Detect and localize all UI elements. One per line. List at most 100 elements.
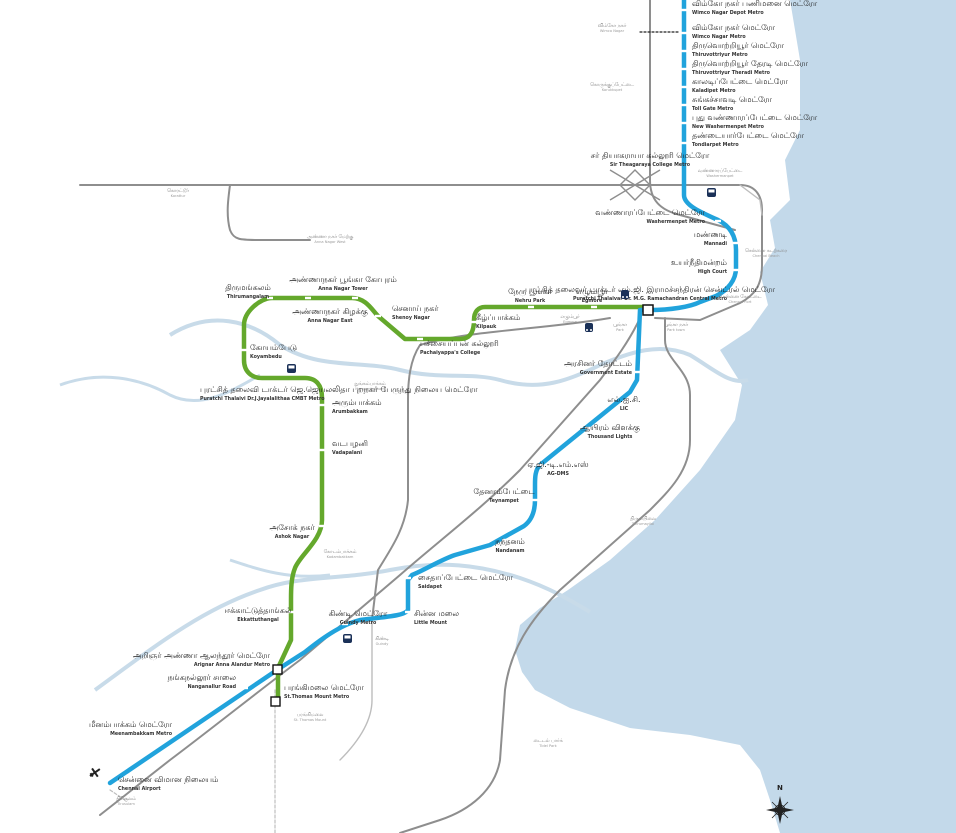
station-pachaiyappas[interactable]: பச்சையப்பன் கல்லூரிPachaiyappa's College <box>417 337 499 356</box>
station-cmbt[interactable]: புரட்சித் தலைவி டாக்டர் ஜெ.ஜெயலலிதா புறந… <box>200 385 478 402</box>
station-tick <box>715 219 721 223</box>
station-tick <box>167 728 173 732</box>
station-tollgate[interactable]: சுங்கச்சாவடி மெட்ரோ Toll Gate Metro <box>681 95 773 112</box>
rail-name-tamil: கொரட்டூர் <box>167 188 189 194</box>
station-alandur[interactable]: அறிஞர் அண்ணா ஆலந்தூர் மெட்ரோArignar Anna… <box>133 651 271 668</box>
alandur-interchange-box[interactable] <box>272 664 283 675</box>
station-name-tamil: நேரு பூங்கா <box>508 287 553 297</box>
blue-line-path <box>107 0 739 786</box>
rail-name-english: St. Thomas Mount <box>294 718 327 722</box>
station-egmore[interactable]: எழும்பூர்Egmore <box>576 287 609 309</box>
station-name-english: Toll Gate Metro <box>692 106 734 112</box>
station-high-court[interactable]: உயர்நீதிமன்றம்High Court <box>671 258 739 275</box>
station-name-english: Mannadi <box>704 241 728 247</box>
rail-station-wimco-rail: விம்கோ நகர்Wimco Nagar <box>598 23 627 33</box>
station-st-thomas[interactable]: பரங்கிமலை மெட்ரோSt.Thomas Mount Metro <box>284 683 365 700</box>
rail-north-line <box>649 0 736 231</box>
station-tick <box>417 337 423 341</box>
station-tick <box>319 524 325 528</box>
station-name-tamil: நங்கநல்லூர் சாலை <box>168 673 237 683</box>
station-name-english: Arignar Anna Alandur Metro <box>194 662 271 668</box>
rail-south-line <box>99 317 641 816</box>
central-interchange-box[interactable] <box>642 304 654 316</box>
station-name-tamil: சர் தியாகராயா கல்லூரி மெட்ரோ <box>591 151 710 161</box>
station-little-mount[interactable]: சின்ன மலைLittle Mount <box>405 609 459 626</box>
station-name-english: Nanganallur Road <box>188 684 237 690</box>
station-thiruvotriyur-theradi[interactable]: திருவொற்றியூர் தேரடி மெட்ரோThiruvottriyu… <box>681 59 809 76</box>
station-name-tamil: திருவொற்றியூர் தேரடி மெட்ரோ <box>692 59 809 69</box>
station-tick <box>352 296 358 300</box>
station-anna-east[interactable]: அண்ணாநகர் கிழக்குAnna Nagar East <box>292 296 368 324</box>
station-teynampet[interactable]: தேனாம்பேட்டைTeynampet <box>473 487 538 504</box>
station-washermanpet[interactable]: வண்ணாரப்பேட்டை மெட்ரோWashermenpet Metro <box>595 208 721 225</box>
station-tick <box>681 85 687 89</box>
station-name-english: Teynampet <box>489 498 519 504</box>
station-kilpauk[interactable]: கீழ்ப்பாக்கம்Kilpauk <box>471 313 520 330</box>
station-name-english: Shenoy Nagar <box>392 315 431 321</box>
green-line-path <box>241 295 653 703</box>
station-name-tamil: அறிஞர் அண்ணா ஆலந்தூர் மெட்ரோ <box>133 651 271 661</box>
station-wimco[interactable]: விம்கோ நகர் மெட்ரோWimco Nagar Metro <box>681 23 776 40</box>
station-thirumangalam[interactable]: திருமங்கலம்Thirumangalam <box>225 283 273 300</box>
station-tondiarpet[interactable]: தண்டையார்பேட்டை மெட்ரோTondiarpet Metro <box>681 131 805 148</box>
station-airport[interactable]: சென்னை விமான நிலையம்Chennai Airport <box>118 775 218 792</box>
station-central[interactable]: புரட்சித் தலைவர் டாக்டர் எம்.ஜி. இராமச்ச… <box>525 285 776 302</box>
station-name-tamil: விம்கோ நகர் பணிமனை மெட்ரோ <box>692 0 818 8</box>
rail-name-tamil: பரங்கிமலை <box>297 712 324 718</box>
station-vadapalani[interactable]: வடபழனிVadapalani <box>319 439 368 456</box>
rail-name-tamil: சென்னை கடற்கரை <box>745 248 788 254</box>
station-lic[interactable]: எல்.ஐ.சி.LIC <box>607 395 640 412</box>
rail-name-english: Chennai Fort <box>729 300 753 304</box>
rail-name-english: Tidel Park <box>538 744 557 748</box>
station-mannadi[interactable]: மண்ணடிMannadi <box>694 230 739 247</box>
station-govt-estate[interactable]: அரசினர் தோட்டம்Government Estate <box>564 359 640 376</box>
station-anna-tower[interactable]: அண்ணாநகர் பூங்கா கோபுரம்Anna Nagar Tower <box>289 275 397 300</box>
station-name-english: LIC <box>620 406 629 412</box>
station-tick <box>267 296 273 300</box>
station-thousand-lights[interactable]: ஆயிரம் விளக்குThousand Lights <box>580 423 640 440</box>
station-nehru-park[interactable]: நேரு பூங்காNehru Park <box>508 287 553 309</box>
station-arumbakkam[interactable]: அரும்பாக்கம்Arumbakkam <box>319 398 382 415</box>
station-new-washermanpet[interactable]: புது வண்ணாரப்பேட்டை மெட்ரோNew Washermenp… <box>681 113 818 130</box>
station-tick <box>591 305 597 309</box>
station-ekkattuthangal[interactable]: ஈக்காட்டுத்தாங்கல்Ekkattuthangal <box>225 606 294 623</box>
station-name-tamil: திருமங்கலம் <box>225 283 271 293</box>
compass-icon: N <box>766 784 794 824</box>
station-name-tamil: சுங்கச்சாவடி மெட்ரோ <box>692 95 773 104</box>
station-tick <box>634 370 640 374</box>
station-name-english: Koyambedu <box>250 354 282 360</box>
station-thiruvotriyur[interactable]: திருவொற்றியூர் மெட்ரோThiruvottriyur Metr… <box>681 41 785 58</box>
rail-name-tamil: வண்ணாரப்பேட்டை <box>698 168 743 174</box>
st-thomas-interchange-box[interactable] <box>270 696 281 707</box>
station-wimco-depot[interactable]: விம்கோ நகர் பணிமனை மெட்ரோWimco Nagar Dep… <box>681 0 818 16</box>
station-guindy[interactable]: கிண்டி மெட்ரோ Guindy Metro <box>329 609 388 626</box>
bus-icon <box>707 188 716 197</box>
station-nanganallur[interactable]: நங்கநல்லூர் சாலைNanganallur Road <box>168 673 248 690</box>
station-name-tamil: கிண்டி மெட்ரோ <box>329 609 388 618</box>
station-name-english: Guindy Metro <box>340 620 377 626</box>
station-kaladipet[interactable]: காலடிப்பேட்டை மெட்ரோKaladipet Metro <box>681 77 789 94</box>
station-name-english: Washermenpet Metro <box>646 219 705 225</box>
station-ag-dms[interactable]: ஏ.ஜி.-டி.எம்.எஸ்AG-DMS <box>527 460 589 477</box>
rail-nungambakkam-line <box>371 317 611 621</box>
station-name-english: Thiruvottriyur Theradi Metro <box>692 70 771 76</box>
station-name-english: Wimco Nagar Metro <box>692 34 746 40</box>
station-name-tamil: புரட்சித் தலைவி டாக்டர் ஜெ.ஜெயலலிதா புறந… <box>200 385 478 395</box>
station-tick <box>681 141 687 145</box>
station-name-english: New Washermenpet Metro <box>692 124 765 130</box>
station-saidapet[interactable]: சைதாப்பேட்டை மெட்ரோSaidapet <box>405 573 514 590</box>
station-nandanam[interactable]: நந்தனம்Nandanam <box>495 537 525 554</box>
station-ashok-nagar[interactable]: அசோக் நகர்Ashok Nagar <box>269 523 325 540</box>
station-name-tamil: கீழ்ப்பாக்கம் <box>476 313 520 322</box>
station-meenambakkam[interactable]: மீனம்பாக்கம் மெட்ரோMeenambakkam Metro <box>89 720 173 737</box>
rail-name-tamil: கிண்டி <box>375 636 389 642</box>
station-name-english: Thousand Lights <box>588 434 633 440</box>
station-koyambedu[interactable]: கோயம்பேடுKoyambedu <box>241 343 297 360</box>
station-theagaraya[interactable]: சர் தியாகராயா கல்லூரி மெட்ரோSir Theagara… <box>591 151 710 168</box>
rail-name-tamil: அண்ணா நகர் மேற்கு <box>307 234 354 240</box>
station-tick <box>241 348 247 352</box>
station-name-english: Thiruvottriyur Metro <box>692 52 748 58</box>
station-shenoy[interactable]: செனாய் நகர்Shenoy Nagar <box>375 304 439 321</box>
rail-name-tamil: திருமயிலை <box>630 516 656 522</box>
